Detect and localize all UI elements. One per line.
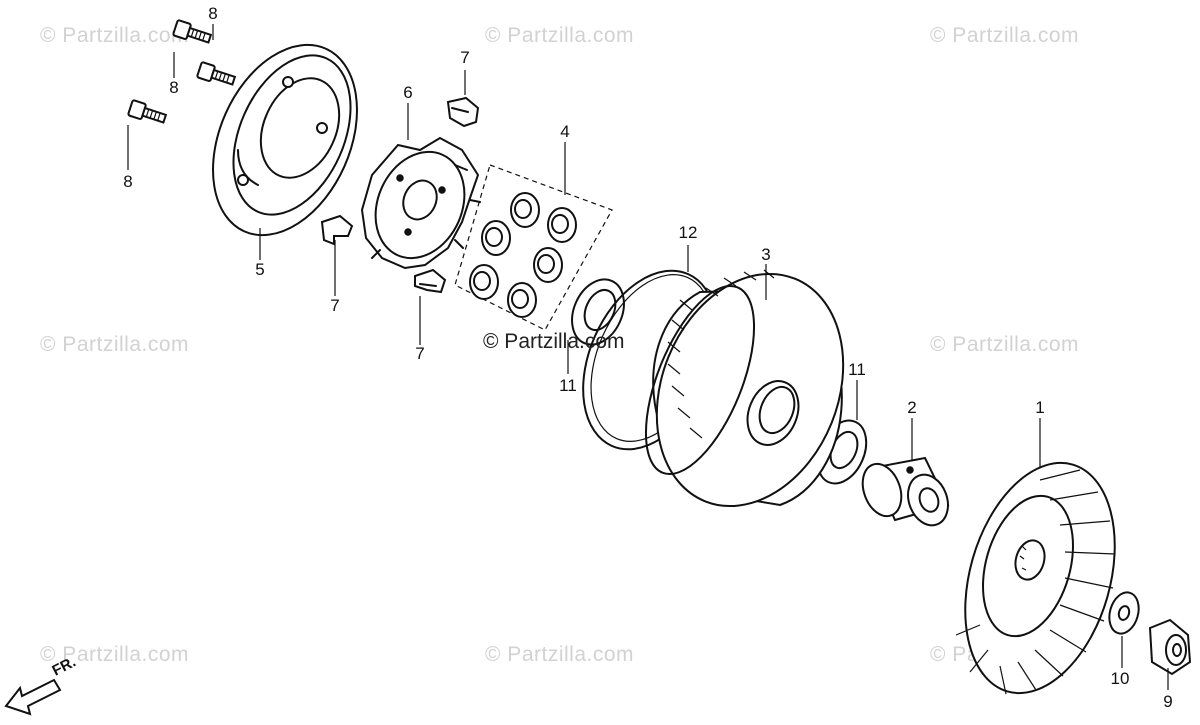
callout-8: 8 <box>208 4 218 23</box>
center-watermark: © Partzilla.com <box>483 330 625 353</box>
part-2-collar <box>861 456 950 527</box>
watermark: © Partzilla.com <box>930 24 1080 47</box>
part-1-drive-face-fan <box>955 461 1116 695</box>
callout-12: 12 <box>678 223 698 242</box>
callout-6: 6 <box>403 83 413 102</box>
callout-7: 7 <box>330 296 340 315</box>
watermark: © Partzilla.com <box>930 333 1080 356</box>
watermark: © Partzilla.com <box>40 24 190 47</box>
callout-4: 4 <box>560 122 570 141</box>
part-9-nut <box>1148 618 1192 676</box>
callout-11: 11 <box>848 360 866 379</box>
part-4-rollers <box>454 164 613 331</box>
part-3-movable-drive-face <box>644 269 845 508</box>
callout-9: 9 <box>1163 692 1173 711</box>
watermark: © Partzilla.com <box>40 643 190 666</box>
part-10-washer <box>1108 591 1140 635</box>
callout-2: 2 <box>907 398 917 417</box>
callout-8: 8 <box>169 78 179 97</box>
watermark: © Partzilla.com <box>485 643 635 666</box>
part-6-ramp-plate <box>360 136 481 270</box>
part-5-face-plate <box>212 43 358 237</box>
front-arrow-icon <box>4 678 62 716</box>
part-8-bolts <box>127 19 237 124</box>
callout-7: 7 <box>460 48 470 67</box>
callout-5: 5 <box>255 260 265 279</box>
callout-11: 11 <box>559 376 577 395</box>
part-7-sliders <box>320 96 480 294</box>
callout-1: 1 <box>1035 398 1045 417</box>
leader-lines <box>127 24 1169 690</box>
watermark: © Partzilla.com <box>485 24 635 47</box>
watermark: © Partzilla.com <box>40 333 190 356</box>
callout-10: 10 <box>1110 669 1130 688</box>
callout-7: 7 <box>415 344 425 363</box>
callout-3: 3 <box>761 245 771 264</box>
callout-8: 8 <box>123 172 133 191</box>
